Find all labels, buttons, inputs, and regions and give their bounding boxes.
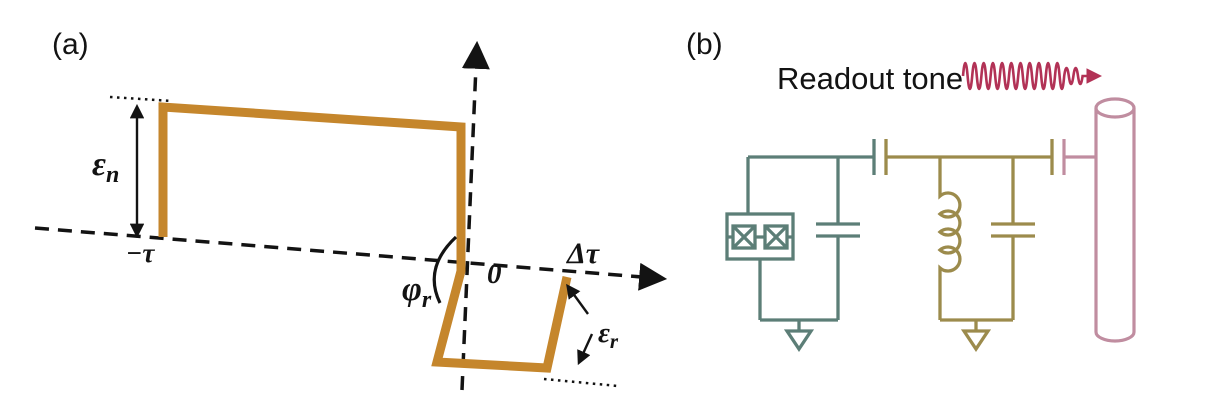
eps-r-lower-arrow [577,333,594,366]
josephson-junction-icon [763,224,789,250]
vertical-axis [460,40,490,391]
panel-b-label: (b) [686,28,723,61]
josephson-junction-icon [731,224,757,250]
qubit-capacitor [816,157,860,320]
eps-r-upper-arrow [566,283,589,315]
delta-tau-label: Δτ [566,237,601,270]
readout-tone-wave-icon [961,61,1103,91]
panel-a-label: (a) [52,28,89,61]
phi-r-arc [432,235,458,304]
resonator-circuit [884,139,1054,352]
feedline-circuit [1062,97,1136,343]
eps-r-label: εr [598,317,619,353]
readout-tone-label: Readout tone [777,61,963,96]
ground-icon [960,320,992,352]
transmission-line-cylinder [1094,97,1136,343]
zero-label: 0 [487,258,502,290]
guide-pulse-top [109,95,173,103]
qubit-circuit [725,139,876,352]
minus-tau-label: −τ [126,238,155,268]
eps-n-label: εn [92,146,119,188]
flux-pulse-trace [158,102,572,373]
resonator-capacitor [991,157,1035,320]
ground-icon [783,320,815,352]
panel-b: (b) Readout tone [686,28,1136,352]
inductor-coil-icon [937,157,962,320]
phi-r-label: φr [402,271,432,313]
guide-pulse-bottom [543,377,619,388]
panel-a: (a) εn −τ φr 0 Δτ εr [34,28,668,391]
